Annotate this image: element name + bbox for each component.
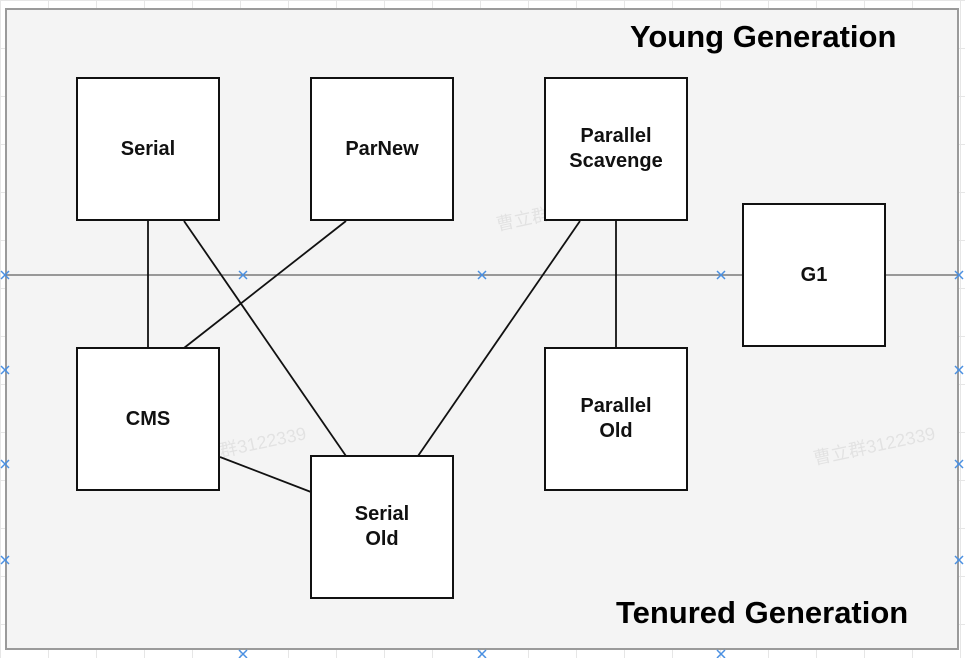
frame-marker [0,365,10,375]
frame-marker [954,365,964,375]
edge-parallel-scavenge-serial-old [417,220,581,457]
divider-marker [238,270,248,280]
frame-marker [716,649,726,658]
edge-cms-serial-old [219,456,312,493]
edge-parnew-cms [183,220,347,349]
young-generation-label: Young Generation [630,19,897,54]
node-g1[interactable]: G1 [742,203,886,347]
frame-marker [0,459,10,469]
node-serial-old[interactable]: Serial Old [310,455,454,599]
divider-marker [954,270,964,280]
frame-marker [954,459,964,469]
node-parnew[interactable]: ParNew [310,77,454,221]
node-parallel-scavenge[interactable]: Parallel Scavenge [544,77,688,221]
node-serial[interactable]: Serial [76,77,220,221]
divider-markers [0,270,964,658]
node-cms[interactable]: CMS [76,347,220,491]
frame-marker [238,649,248,658]
frame-marker [477,649,487,658]
frame-marker [954,555,964,565]
divider-marker [716,270,726,280]
divider-marker [477,270,487,280]
divider-marker [0,270,10,280]
edge-serial-serial-old [183,220,347,457]
frame-marker [0,555,10,565]
tenured-generation-label: Tenured Generation [616,595,909,630]
node-parallel-old[interactable]: Parallel Old [544,347,688,491]
